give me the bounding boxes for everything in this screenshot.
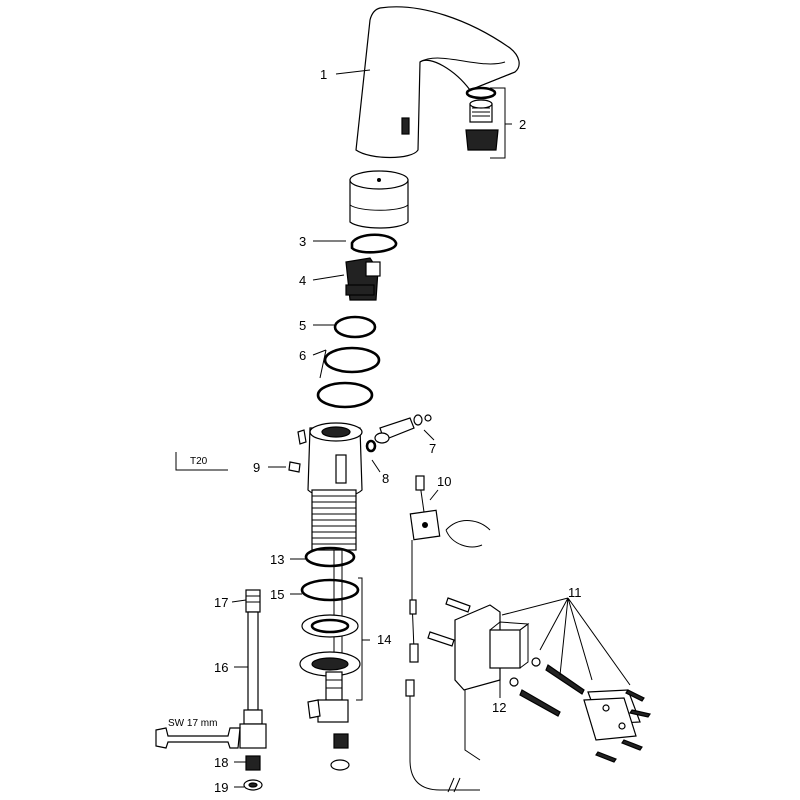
label-part-2: 2 (519, 117, 526, 132)
label-part-3: 3 (299, 234, 306, 249)
label-torx-t20: T20 (190, 456, 208, 467)
filter-19 (243, 759, 350, 791)
label-part-11: 11 (568, 585, 582, 600)
leader-lines (231, 69, 631, 788)
seal-ring (350, 233, 398, 254)
o-ring-6a (323, 346, 381, 374)
label-part-17: 17 (214, 595, 228, 610)
mixer-body (307, 422, 363, 690)
label-part-1: 1 (320, 67, 327, 82)
screws-11 (427, 597, 651, 763)
label-part-10: 10 (437, 474, 451, 489)
ring-13 (304, 546, 356, 568)
small-screw (297, 429, 307, 445)
solenoid-valve (345, 257, 381, 301)
label-part-12: 12 (492, 700, 506, 715)
label-part-15: 15 (270, 587, 284, 602)
label-part-5: 5 (299, 318, 306, 333)
label-part-14: 14 (377, 632, 391, 647)
label-part-13: 13 (270, 552, 284, 567)
torx-key-t20 (175, 452, 228, 471)
label-part-9: 9 (253, 460, 260, 475)
mounting-set (299, 578, 361, 723)
wrench-sw17 (155, 727, 241, 749)
label-part-4: 4 (299, 273, 306, 288)
set-screw (288, 461, 301, 473)
connector-fittings (365, 414, 432, 453)
label-part-18: 18 (214, 755, 228, 770)
control-box-12 (405, 604, 530, 793)
label-part-16: 16 (214, 660, 228, 675)
flex-hose (239, 589, 267, 749)
label-part-8: 8 (382, 471, 389, 486)
o-ring-5 (333, 315, 377, 339)
label-part-7: 7 (429, 441, 436, 456)
label-part-19: 19 (214, 780, 228, 795)
insert-18 (245, 733, 349, 771)
o-ring-6b (316, 381, 374, 409)
label-part-6: 6 (299, 348, 306, 363)
label-wrench-sw17: SW 17 mm (168, 718, 217, 729)
cartridge-housing (349, 170, 409, 229)
spout-body (355, 6, 520, 159)
aerator-set (465, 86, 512, 159)
sensor-cable-10 (409, 475, 491, 663)
